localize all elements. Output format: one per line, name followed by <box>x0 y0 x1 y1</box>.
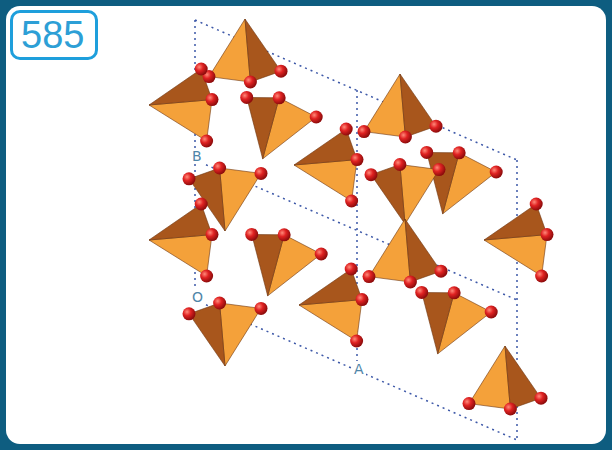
figure-number: 585 <box>21 13 87 57</box>
oxygen-atom <box>530 198 543 211</box>
tetrahedron-face <box>220 168 261 231</box>
tetrahedron <box>427 152 497 213</box>
tetrahedron <box>149 69 212 141</box>
oxygen-atom <box>310 111 323 124</box>
unit-cell-line <box>195 20 517 160</box>
oxygen-atom <box>504 403 517 416</box>
tetrahedron-face <box>252 234 284 295</box>
oxygen-atom <box>245 228 258 241</box>
oxygen-atom <box>351 153 364 166</box>
tetrahedron <box>422 292 492 353</box>
oxygen-atom <box>541 228 554 241</box>
oxygen-atom <box>345 195 358 208</box>
oxygen-atom <box>430 120 443 133</box>
oxygen-atom <box>255 167 268 180</box>
oxygen-atom <box>200 135 213 148</box>
axis-label: A <box>352 361 366 377</box>
figure-number-box: 585 <box>10 10 98 60</box>
tetrahedron <box>369 219 441 282</box>
oxygen-atom <box>213 297 226 310</box>
oxygen-atom <box>393 158 406 171</box>
tetrahedron-face <box>469 346 510 409</box>
oxygen-atom <box>200 270 213 283</box>
tetrahedron <box>299 269 362 341</box>
oxygen-atom <box>399 131 412 144</box>
tetrahedron <box>364 74 436 137</box>
oxygen-atom <box>453 146 466 159</box>
oxygen-atom <box>404 276 417 289</box>
oxygen-atom <box>490 166 503 179</box>
oxygen-atom <box>278 228 291 241</box>
oxygen-atom <box>485 306 498 319</box>
oxygen-atom <box>340 123 353 136</box>
oxygen-atom <box>195 63 208 76</box>
oxygen-atom <box>356 293 369 306</box>
oxygen-atom <box>183 307 196 320</box>
tetrahedron <box>484 204 547 276</box>
tetrahedron-face <box>149 100 212 141</box>
tetrahedron-face <box>369 219 410 282</box>
tetrahedron-face <box>247 97 279 158</box>
oxygen-atom <box>345 263 358 276</box>
tetrahedron-face <box>294 160 357 201</box>
oxygen-atom <box>206 93 219 106</box>
oxygen-atom <box>183 172 196 185</box>
oxygen-atom <box>350 335 363 348</box>
oxygen-atom <box>463 397 476 410</box>
oxygen-atom <box>448 286 461 299</box>
oxygen-atom <box>535 270 548 283</box>
oxygen-atom <box>244 76 257 89</box>
tetrahedron <box>294 129 357 201</box>
tetrahedron <box>247 97 317 158</box>
tetrahedron-face <box>364 74 405 137</box>
oxygen-atom <box>420 146 433 159</box>
tetrahedron <box>189 303 261 366</box>
tetrahedron <box>149 204 212 276</box>
oxygen-atom <box>535 392 548 405</box>
tetrahedron <box>469 346 541 409</box>
oxygen-atom <box>240 91 253 104</box>
oxygen-atom <box>213 162 226 175</box>
tetrahedron-face <box>427 152 459 213</box>
oxygen-atom <box>275 65 288 78</box>
tetrahedron-face <box>400 165 439 225</box>
oxygen-atom <box>358 125 371 138</box>
axis-label: O <box>190 289 205 305</box>
tetrahedron <box>252 234 322 295</box>
oxygen-atom <box>255 302 268 315</box>
oxygen-atom <box>273 91 286 104</box>
axis-label: B <box>190 148 204 164</box>
tetrahedron-face <box>209 19 250 82</box>
oxygen-atom <box>195 198 208 211</box>
oxygen-atom <box>365 168 378 181</box>
oxygen-atom <box>433 163 446 176</box>
oxygen-atom <box>206 228 219 241</box>
oxygen-atom <box>415 286 428 299</box>
tetrahedron <box>371 165 439 225</box>
oxygen-atom <box>363 270 376 283</box>
tetrahedron-face <box>422 292 454 353</box>
oxygen-atom <box>435 265 448 278</box>
tetrahedron-face <box>484 235 547 276</box>
tetrahedron-face <box>220 303 261 366</box>
oxygen-atom <box>315 248 328 261</box>
tetrahedron <box>209 19 281 82</box>
tetrahedron-face <box>299 300 362 341</box>
tetrahedron-face <box>149 235 212 276</box>
